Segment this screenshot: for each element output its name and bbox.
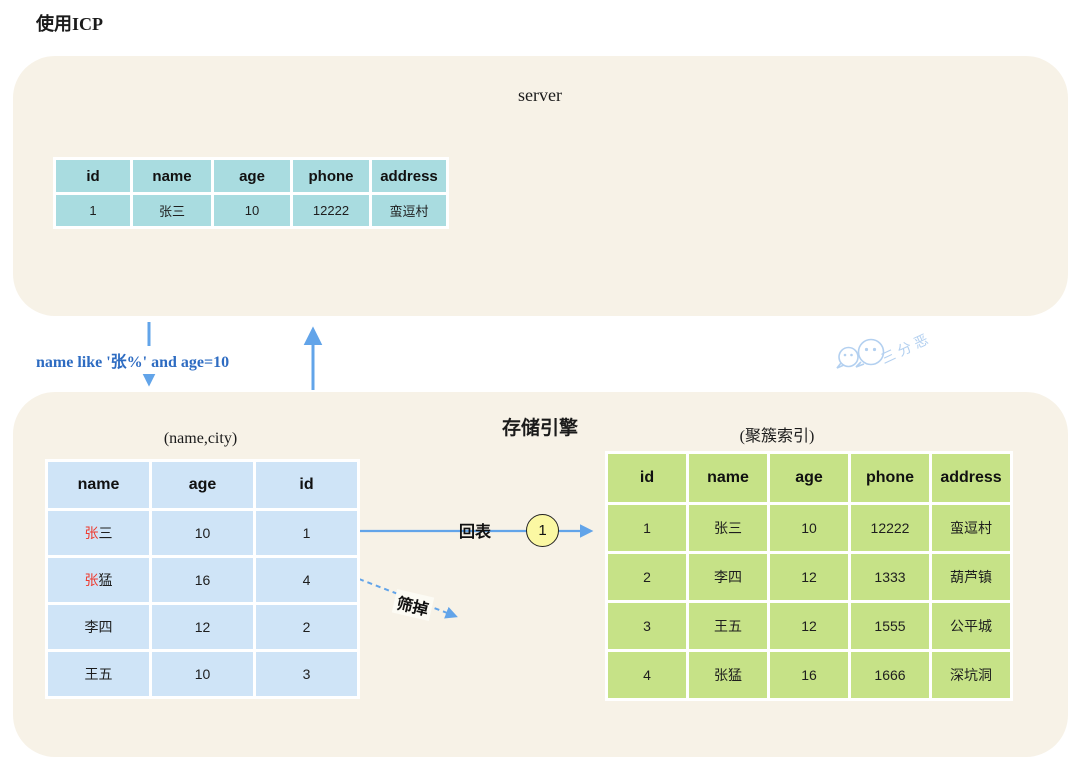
cell: 张三: [48, 511, 149, 555]
header-cell: age: [770, 454, 848, 502]
header-cell: name: [48, 462, 149, 508]
cell: 12222: [293, 195, 369, 226]
header-cell: address: [932, 454, 1010, 502]
header-row: id name age phone address: [56, 160, 446, 192]
step-1-badge: 1: [526, 514, 559, 547]
cell: 张猛: [689, 652, 767, 698]
header-cell: name: [133, 160, 211, 192]
cell: 12: [770, 554, 848, 600]
cell: 张三: [689, 505, 767, 551]
cell: 1: [256, 511, 357, 555]
cell: 4: [256, 558, 357, 602]
cell: 葫芦镇: [932, 554, 1010, 600]
table-row: 1 张三 10 12222 蛮逗村: [56, 195, 446, 226]
cell: 10: [152, 511, 253, 555]
table-row: 1 张三 10 12222 蛮逗村: [608, 505, 1010, 551]
table-row: 王五 10 3: [48, 652, 357, 696]
cell: 10: [770, 505, 848, 551]
cell: 1: [608, 505, 686, 551]
cell: 2: [608, 554, 686, 600]
cell: 1555: [851, 603, 929, 649]
cell: 公平城: [932, 603, 1010, 649]
cell: 2: [256, 605, 357, 649]
cell: 3: [608, 603, 686, 649]
cell: 16: [152, 558, 253, 602]
header-row: name age id: [48, 462, 357, 508]
header-cell: phone: [851, 454, 929, 502]
header-row: id name age phone address: [608, 454, 1010, 502]
wechat-watermark-icon: [836, 338, 885, 369]
table-row: 张猛 16 4: [48, 558, 357, 602]
table-row: 李四 12 2: [48, 605, 357, 649]
cell: 张猛: [48, 558, 149, 602]
cell: 深坑洞: [932, 652, 1010, 698]
header-cell: age: [214, 160, 290, 192]
cell: 3: [256, 652, 357, 696]
cell: 张三: [133, 195, 211, 226]
back-to-table-label: 回表: [459, 524, 492, 541]
cell: 1: [56, 195, 130, 226]
cell: 12: [152, 605, 253, 649]
cell: 16: [770, 652, 848, 698]
cell: 12: [770, 603, 848, 649]
cell: 李四: [48, 605, 149, 649]
header-cell: id: [256, 462, 357, 508]
secondary-index-table: name age id 张三 10 1 张猛 16 4 李四 12 2 王五: [45, 459, 360, 699]
cell: 4: [608, 652, 686, 698]
header-cell: age: [152, 462, 253, 508]
header-cell: name: [689, 454, 767, 502]
server-result-table: id name age phone address 1 张三 10 12222 …: [53, 157, 449, 229]
secondary-index-label: (name,city): [163, 430, 238, 447]
cell: 王五: [48, 652, 149, 696]
cell: 10: [214, 195, 290, 226]
table-row: 4 张猛 16 1666 深坑洞: [608, 652, 1010, 698]
cell: 1666: [851, 652, 929, 698]
table-row: 张三 10 1: [48, 511, 357, 555]
clustered-index-label: (聚簇索引): [739, 428, 815, 445]
page-title: 使用ICP: [36, 14, 103, 34]
storage-engine-title: 存储引擎: [501, 418, 578, 439]
header-cell: phone: [293, 160, 369, 192]
cell: 蛮逗村: [372, 195, 446, 226]
clustered-index-table: id name age phone address 1 张三 10 12222 …: [605, 451, 1013, 701]
table-row: 3 王五 12 1555 公平城: [608, 603, 1010, 649]
watermark-text: 三分恶: [879, 330, 935, 367]
header-cell: id: [608, 454, 686, 502]
header-cell: address: [372, 160, 446, 192]
cell: 1333: [851, 554, 929, 600]
table-row: 2 李四 12 1333 葫芦镇: [608, 554, 1010, 600]
server-panel-title: server: [518, 85, 562, 105]
header-cell: id: [56, 160, 130, 192]
cell: 王五: [689, 603, 767, 649]
cell: 蛮逗村: [932, 505, 1010, 551]
cell: 李四: [689, 554, 767, 600]
query-condition-text: name like '张%' and age=10: [32, 346, 234, 374]
cell: 10: [152, 652, 253, 696]
cell: 12222: [851, 505, 929, 551]
